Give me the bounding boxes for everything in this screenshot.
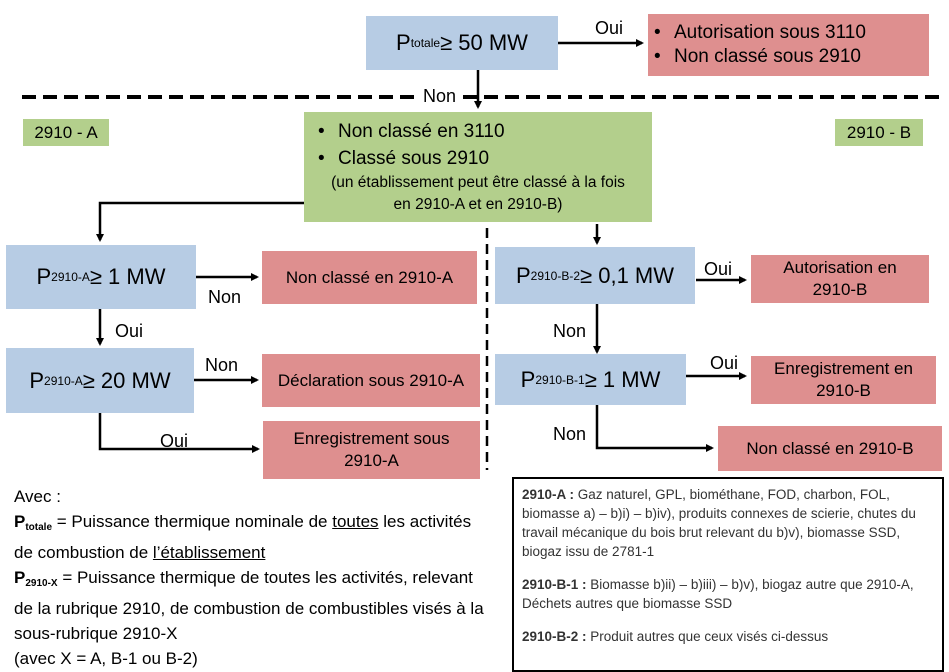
label-non: Non — [205, 355, 239, 375]
fuel-text: Biomasse b)ii) – b)iii) – b)v), biogaz a… — [522, 577, 914, 611]
label-oui: Oui — [704, 259, 733, 279]
result-declaration-2910-a: Déclaration sous 2910-A — [262, 354, 480, 407]
p-symbol: P — [520, 366, 536, 392]
legend-text: les activités de combustion de — [14, 512, 472, 562]
fuel-text: Produit autres que ceux visés ci-dessus — [586, 629, 829, 644]
p-symbol: P — [396, 30, 411, 55]
legend-title: Avec : — [14, 487, 61, 506]
fuel-entry-2910-b-1: 2910-B-1 : Biomasse b)ii) – b)iii) – b)v… — [522, 575, 934, 613]
legend-x-values: (avec X = A, B-1 ou B-2) — [14, 649, 198, 668]
bullet-item: Autorisation sous 3110 — [648, 21, 866, 45]
label-oui: Oui — [160, 431, 189, 451]
legend-underlined: l’établissement — [152, 543, 266, 562]
fuel-key: 2910-B-1 : — [522, 577, 587, 592]
result-enregistrement-2910-a: Enregistrement sous 2910-A — [263, 421, 480, 479]
label-non: Non — [553, 321, 587, 341]
legend: Avec : Ptotale = Puissance thermique nom… — [14, 484, 484, 671]
p-subscript: 2910-B-2 — [530, 268, 581, 283]
legend-p-totale: Ptotale = Puissance thermique nominale d… — [14, 509, 484, 565]
p-symbol: P — [515, 262, 531, 288]
label-non: Non — [208, 287, 242, 307]
fuel-entry-2910-a: 2910-A : Gaz naturel, GPL, biométhane, F… — [522, 485, 934, 561]
fuel-definitions-box: 2910-A : Gaz naturel, GPL, biométhane, F… — [512, 477, 944, 672]
result-non-classe-2910-a: Non classé en 2910-A — [262, 251, 477, 304]
legend-text: = Puissance thermique de toutes les acti… — [14, 568, 484, 643]
condition-value: ≥ 20 MW — [82, 367, 171, 393]
section-tag-2910-a: 2910 - A — [23, 119, 109, 146]
legend-text: = Puissance thermique nominale de — [52, 512, 333, 531]
label-oui: Oui — [595, 18, 624, 38]
p-subscript: 2910-X — [25, 578, 58, 589]
fuel-key: 2910-A : — [522, 487, 575, 502]
fuel-entry-2910-b-2: 2910-B-2 : Produit autres que ceux visés… — [522, 627, 934, 646]
p-symbol: P — [36, 264, 52, 289]
bullet-item: Classé sous 2910 — [312, 145, 652, 172]
p-subscript: 2910-B-1 — [535, 372, 585, 387]
p-subscript: totale — [410, 36, 441, 50]
bullet-item: Non classé en 3110 — [312, 118, 652, 145]
result-autorisation-2910-b: Autorisation en 2910-B — [751, 255, 929, 303]
condition-value: ≥ 1 MW — [584, 366, 661, 392]
p-subscript: 2910-A — [44, 373, 83, 388]
legend-underlined: toutes — [332, 512, 379, 531]
section-tag-2910-b: 2910 - B — [835, 119, 923, 146]
legend-p-2910-x: P2910-X = Puissance thermique de toutes … — [14, 565, 484, 646]
p-symbol: P — [14, 512, 26, 531]
result-enregistrement-2910-b: Enregistrement en 2910-B — [751, 356, 936, 404]
p-subscript: 2910-A — [51, 270, 90, 284]
condition-value: ≥ 0,1 MW — [580, 262, 675, 288]
result-autorisation-3110: Autorisation sous 3110 Non classé sous 2… — [648, 14, 929, 76]
label-non: Non — [421, 86, 459, 106]
condition-value: ≥ 50 MW — [440, 30, 528, 55]
p-symbol: P — [29, 367, 45, 393]
condition-value: ≥ 1 MW — [89, 264, 166, 289]
center-classification-box: Non classé en 3110 Classé sous 2910 (un … — [304, 112, 652, 222]
bullet-item: Non classé sous 2910 — [648, 45, 866, 69]
label-non: Non — [553, 424, 587, 444]
result-non-classe-2910-b: Non classé en 2910-B — [718, 426, 942, 471]
p-symbol: P — [14, 568, 26, 587]
label-oui: Oui — [115, 321, 144, 341]
label-oui: Oui — [710, 353, 739, 373]
center-note: (un établissement peut être classé à la … — [331, 174, 625, 213]
fuel-text: Gaz naturel, GPL, biométhane, FOD, charb… — [522, 487, 916, 559]
p-subscript: totale — [25, 522, 53, 533]
fuel-key: 2910-B-2 : — [522, 629, 587, 644]
